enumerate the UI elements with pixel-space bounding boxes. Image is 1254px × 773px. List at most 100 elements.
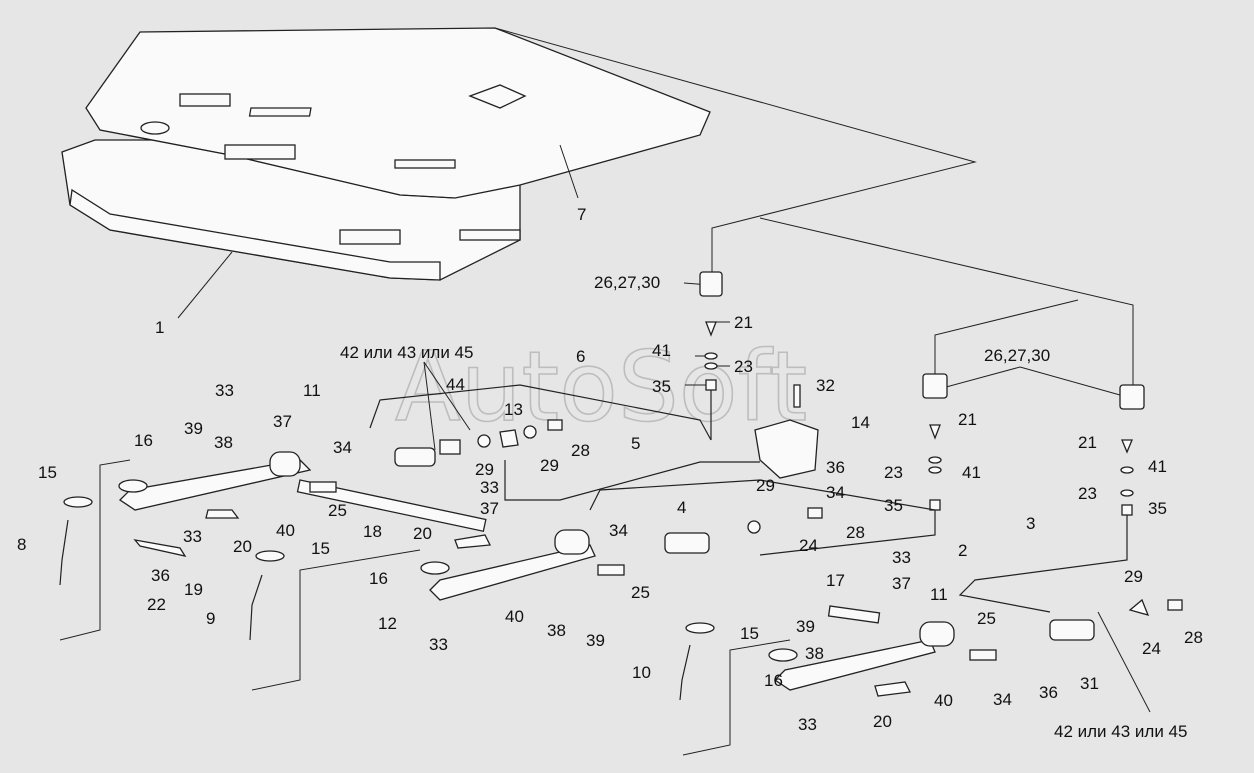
spring-20a bbox=[205, 509, 240, 519]
callout-39c: 39 bbox=[796, 617, 815, 636]
callout-42a: 42 или 43 или 45 bbox=[340, 343, 473, 362]
callout-40a: 40 bbox=[276, 521, 295, 540]
callout-23a: 23 bbox=[734, 357, 753, 376]
callout-16b: 16 bbox=[369, 569, 388, 588]
callout-29a: 29 bbox=[475, 460, 494, 479]
callout-38c: 38 bbox=[805, 644, 824, 663]
callout-13: 13 bbox=[504, 400, 523, 419]
callout-33e: 33 bbox=[892, 548, 911, 567]
callout-14: 14 bbox=[851, 413, 870, 432]
callout-21c: 21 bbox=[1078, 433, 1097, 452]
callout-33d: 33 bbox=[429, 635, 448, 654]
frame-pedal-mount bbox=[339, 229, 401, 245]
callout-6: 6 bbox=[576, 347, 585, 366]
callout-38b: 38 bbox=[547, 621, 566, 640]
right-pedal-assembly bbox=[768, 598, 1183, 697]
nut-35b bbox=[929, 499, 941, 511]
floor-plate-slot-3 bbox=[224, 144, 296, 160]
callout-20c: 20 bbox=[873, 712, 892, 731]
callout-11b: 11 bbox=[930, 585, 948, 604]
master-cylinder-center bbox=[664, 532, 710, 554]
floor-plate-slot-4 bbox=[394, 159, 456, 169]
callout-22: 22 bbox=[147, 595, 166, 614]
callout-25b: 25 bbox=[631, 583, 650, 602]
callout-8: 8 bbox=[17, 535, 26, 554]
watermark-text: AutoSoft bbox=[395, 331, 807, 443]
callout-15b: 15 bbox=[311, 539, 330, 558]
bolt-28a bbox=[547, 419, 563, 431]
callout-20a: 20 bbox=[233, 537, 252, 556]
pipe-2 bbox=[589, 479, 936, 556]
callout-11a: 11 bbox=[303, 381, 321, 400]
nut-35c bbox=[1121, 504, 1133, 516]
washer-23b bbox=[928, 466, 942, 474]
cable-10 bbox=[679, 644, 691, 701]
callout-34d: 34 bbox=[993, 690, 1012, 709]
cylinder-fitting-44 bbox=[439, 439, 461, 455]
callout-39b: 39 bbox=[586, 631, 605, 650]
washer-41a bbox=[704, 352, 718, 360]
nut-35a bbox=[705, 379, 717, 391]
callout-32: 32 bbox=[816, 376, 835, 395]
fitting-21c bbox=[1121, 439, 1133, 454]
left-pedal-assembly bbox=[118, 419, 563, 533]
floor-plate-slot-2 bbox=[248, 107, 312, 117]
callout-21a: 21 bbox=[734, 313, 753, 332]
cab-frame-rim bbox=[69, 188, 441, 281]
pipe-6 bbox=[369, 384, 712, 441]
pipe-5 bbox=[504, 460, 760, 501]
callout-25c: 25 bbox=[977, 609, 996, 628]
callout-4: 4 bbox=[677, 498, 686, 517]
callout-41a: 41 bbox=[652, 341, 671, 360]
frame-bracket bbox=[459, 229, 521, 241]
callout-28a: 28 bbox=[571, 441, 590, 460]
callout-39a: 39 bbox=[184, 419, 203, 438]
callout-7: 7 bbox=[577, 205, 586, 224]
callout-10: 10 bbox=[632, 663, 651, 682]
callout-28c: 28 bbox=[1184, 628, 1203, 647]
callout-42b: 42 или 43 или 45 bbox=[1054, 722, 1187, 741]
callout-16a: 16 bbox=[134, 431, 153, 450]
callout-18: 18 bbox=[363, 522, 382, 541]
callout-34b: 34 bbox=[826, 483, 845, 502]
callout-20b: 20 bbox=[413, 524, 432, 543]
clevis-25c bbox=[969, 649, 997, 661]
callout-33b: 33 bbox=[480, 478, 499, 497]
washer-23c bbox=[1120, 489, 1134, 497]
rod-19 bbox=[133, 539, 187, 557]
callout-29d: 29 bbox=[1124, 567, 1143, 586]
washer-41b bbox=[928, 456, 942, 464]
cable-9 bbox=[249, 574, 263, 641]
callout-37c: 37 bbox=[892, 574, 911, 593]
callout-24b: 24 bbox=[1142, 639, 1161, 658]
clevis-25b bbox=[597, 564, 625, 576]
callout-33f: 33 bbox=[798, 715, 817, 734]
callout-33a: 33 bbox=[215, 381, 234, 400]
center-pedal-assembly bbox=[420, 507, 823, 601]
callout-2: 2 bbox=[958, 541, 967, 560]
bolt-28b bbox=[807, 507, 823, 519]
rod-18 bbox=[296, 479, 487, 533]
callout-15c: 15 bbox=[740, 624, 759, 643]
callout-16c: 16 bbox=[764, 671, 783, 690]
callout-36a: 36 bbox=[826, 458, 845, 477]
washer-29b bbox=[523, 425, 537, 439]
master-cylinder-42a bbox=[394, 447, 436, 467]
callout-23b: 23 bbox=[884, 463, 903, 482]
callout-34c: 34 bbox=[609, 521, 628, 540]
banjo-13 bbox=[499, 429, 519, 448]
pipe-3 bbox=[958, 515, 1128, 613]
washer-29a bbox=[477, 434, 491, 448]
reservoir-1 bbox=[699, 271, 723, 297]
callout-24a: 24 bbox=[799, 536, 818, 555]
leader-lines bbox=[177, 27, 1151, 713]
callout-29b: 29 bbox=[540, 456, 559, 475]
clevis-25a bbox=[309, 481, 337, 493]
spring-20b bbox=[454, 534, 492, 549]
callout-35a: 35 bbox=[652, 377, 671, 396]
callout-41b: 41 bbox=[962, 463, 981, 482]
callout-44: 44 bbox=[446, 375, 465, 394]
washer-29c bbox=[747, 520, 761, 534]
floor-plate-hatch bbox=[468, 84, 527, 109]
